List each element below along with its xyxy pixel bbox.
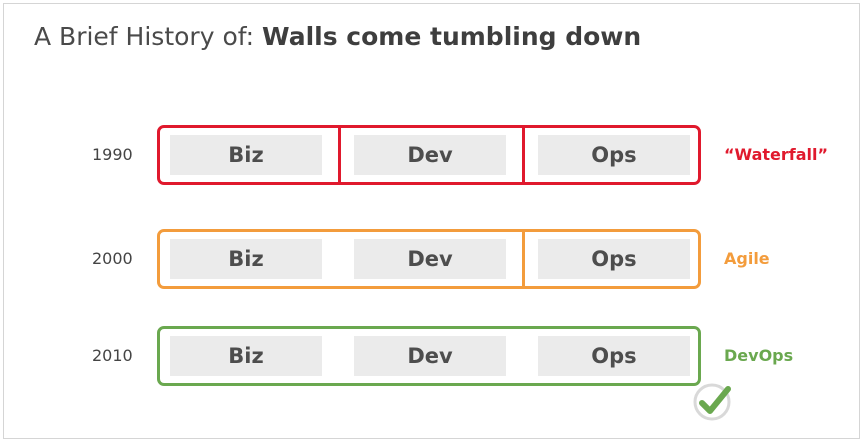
- cell-biz: Biz: [170, 336, 322, 376]
- team-frame-agile: Biz Dev Ops: [157, 229, 701, 289]
- wall-divider: [338, 128, 341, 182]
- cell-ops: Ops: [538, 336, 690, 376]
- row-2010: 2010 Biz Dev Ops DevOps: [4, 326, 859, 388]
- year-label: 1990: [92, 145, 133, 164]
- year-label: 2000: [92, 249, 133, 268]
- wall-divider: [522, 232, 525, 286]
- cell-ops: Ops: [538, 135, 690, 175]
- year-label: 2010: [92, 346, 133, 365]
- team-frame-waterfall: Biz Dev Ops: [157, 125, 701, 185]
- team-frame-devops: Biz Dev Ops: [157, 326, 701, 386]
- row-1990: 1990 Biz Dev Ops “Waterfall”: [4, 125, 859, 187]
- checkmark-icon: [693, 383, 731, 421]
- slide-title: A Brief History of: Walls come tumbling …: [34, 22, 641, 51]
- cell-dev: Dev: [354, 135, 506, 175]
- title-prefix: A Brief History of:: [34, 22, 263, 51]
- cell-dev: Dev: [354, 239, 506, 279]
- cell-biz: Biz: [170, 239, 322, 279]
- wall-divider: [522, 128, 525, 182]
- row-2000: 2000 Biz Dev Ops Agile: [4, 229, 859, 291]
- methodology-label: DevOps: [724, 346, 794, 365]
- methodology-label: “Waterfall”: [724, 145, 829, 164]
- methodology-label: Agile: [724, 249, 770, 268]
- slide-canvas: A Brief History of: Walls come tumbling …: [3, 3, 860, 439]
- cell-biz: Biz: [170, 135, 322, 175]
- cell-ops: Ops: [538, 239, 690, 279]
- title-emphasis: Walls come tumbling down: [262, 22, 642, 51]
- cell-dev: Dev: [354, 336, 506, 376]
